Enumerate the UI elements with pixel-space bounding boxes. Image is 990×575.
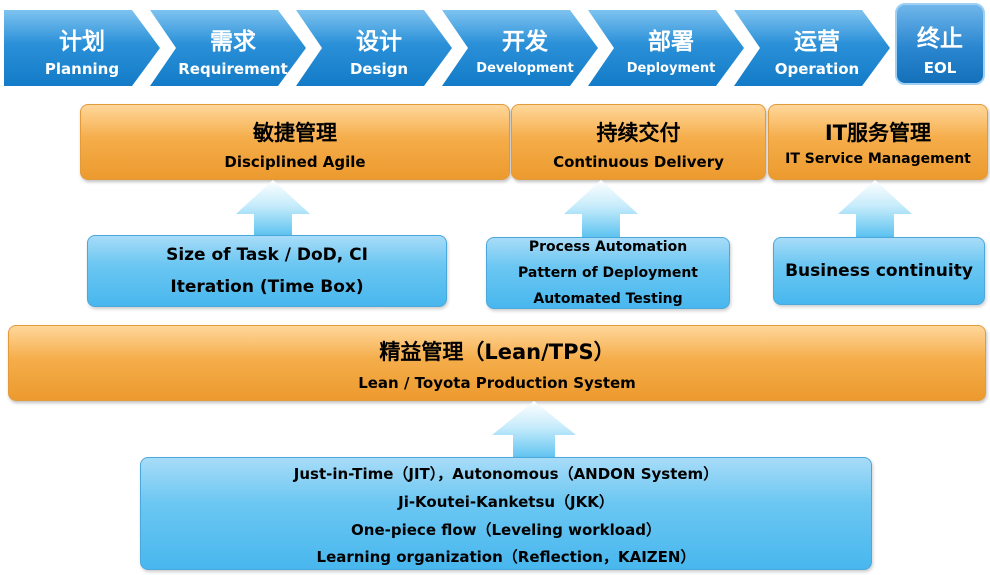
support-line: Process Automation: [528, 239, 688, 255]
support-it-service-management: Business continuity: [773, 237, 985, 305]
phase-en-label: Design: [349, 60, 409, 78]
lean-cn-label: 精益管理（Lean/TPS）: [379, 340, 615, 364]
phase-cn-label: 部署: [648, 29, 694, 55]
support-line: Size of Task / DoD, CI: [166, 245, 368, 265]
lean-en-label: Lean / Toyota Production System: [358, 374, 636, 392]
foundation-line: Just-in-Time（JIT），Autonomous（ANDON Syste…: [293, 465, 719, 483]
phase-cn-label: 运营: [794, 29, 840, 55]
practice-cn-label: 敏捷管理: [253, 121, 337, 145]
phase-eol: 终止 EOL: [895, 3, 985, 85]
eol-en-label: EOL: [923, 59, 957, 77]
practice-agile: 敏捷管理 Disciplined Agile: [80, 104, 510, 180]
practice-cn-label: IT服务管理: [824, 121, 932, 145]
phase-development: 开发 Development: [442, 10, 598, 86]
phase-requirement: 需求 Requirement: [150, 10, 306, 86]
up-arrow-icon: [492, 401, 576, 459]
practice-en-label: Disciplined Agile: [224, 153, 366, 171]
foundation-line: Ji-Koutei-Kanketsu（JKK）: [398, 493, 614, 511]
phase-operation: 运营 Operation: [734, 10, 890, 86]
up-arrow-icon: [564, 180, 638, 238]
phase-cn-label: 需求: [210, 29, 256, 55]
practice-en-label: IT Service Management: [785, 151, 971, 167]
phase-cn-label: 设计: [356, 29, 402, 55]
phase-en-label: Planning: [44, 60, 120, 78]
phase-design: 设计 Design: [296, 10, 452, 86]
lean-foundation-box: Just-in-Time（JIT），Autonomous（ANDON Syste…: [140, 457, 872, 570]
phase-en-label: Development: [476, 61, 574, 76]
up-arrow-icon: [838, 180, 912, 237]
phase-cn-label: 开发: [502, 29, 548, 55]
practice-en-label: Continuous Delivery: [553, 153, 724, 171]
phase-deployment: 部署 Deployment: [588, 10, 744, 86]
phase-en-label: Operation: [774, 60, 860, 78]
eol-cn-label: 终止: [917, 26, 963, 52]
foundation-line: Learning organization（Reflection，KAIZEN）: [316, 548, 696, 566]
up-arrow-icon: [236, 180, 310, 236]
support-line: Automated Testing: [533, 291, 683, 307]
support-line: Iteration (Time Box): [170, 277, 364, 297]
lean-management-bar: 精益管理（Lean/TPS） Lean / Toyota Production …: [8, 325, 986, 401]
practice-cn-label: 持续交付: [596, 121, 681, 145]
support-line: Pattern of Deployment: [518, 265, 698, 281]
support-agile: Size of Task / DoD, CI Iteration (Time B…: [87, 235, 447, 307]
phase-en-label: Deployment: [626, 61, 716, 76]
support-continuous-delivery: Process Automation Pattern of Deployment…: [486, 237, 730, 309]
support-line: Business continuity: [785, 261, 973, 281]
phase-planning: 计划 Planning: [4, 10, 160, 86]
practice-it-service-management: IT服务管理 IT Service Management: [768, 104, 988, 180]
phase-en-label: Requirement: [178, 60, 288, 78]
practice-continuous-delivery: 持续交付 Continuous Delivery: [511, 104, 766, 180]
phase-cn-label: 计划: [59, 29, 105, 55]
foundation-line: One-piece flow（Leveling workload）: [351, 521, 661, 539]
